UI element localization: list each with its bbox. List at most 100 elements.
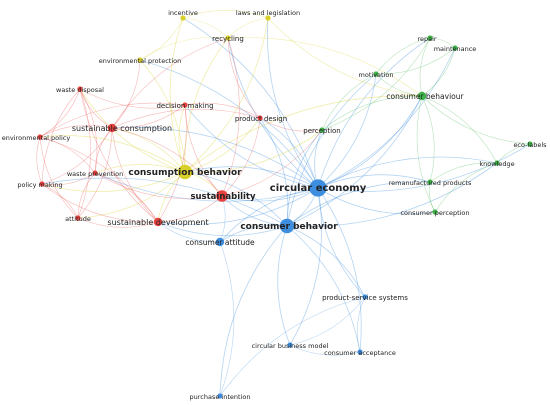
link-ce-motivation: [317, 73, 377, 189]
label-cb: consumer behavior: [240, 222, 338, 232]
link-sustcons-decision: [111, 104, 186, 129]
node-ce[interactable]: [309, 179, 327, 197]
link-consattitude-sustdev: [157, 221, 221, 243]
link-cb-policymaking: [41, 177, 288, 227]
node-purchase[interactable]: [217, 393, 223, 399]
node-proddesign[interactable]: [257, 115, 263, 121]
label-motivation: motivation: [359, 71, 394, 79]
link-ce-reman: [317, 174, 431, 189]
label-waste: waste disposal: [56, 86, 104, 94]
node-perception[interactable]: [319, 127, 325, 133]
link-policymaking-attitude: [41, 183, 79, 219]
label-reman: remanufactured products: [389, 179, 472, 187]
link-sustcons-attitude: [77, 127, 113, 219]
node-laws[interactable]: [265, 15, 271, 21]
node-motivation[interactable]: [373, 71, 379, 77]
node-sustcons[interactable]: [107, 123, 117, 133]
link-consbehavior-envpolicy: [39, 135, 186, 173]
label-policymaking: policy making: [17, 181, 62, 189]
node-cb[interactable]: [279, 218, 295, 234]
node-sustainability[interactable]: [216, 190, 228, 202]
link-proddesign-perception: [259, 117, 323, 132]
node-attitude[interactable]: [75, 215, 81, 221]
link-envpolicy-wasteprev: [39, 136, 96, 174]
link-consbehaviour-knowledge: [421, 95, 498, 164]
link-sustdev-waste: [79, 88, 159, 223]
link-consbehaviour-reman: [421, 95, 435, 183]
link-sustcons-envprot: [111, 59, 141, 129]
link-sustainability-wasteprev: [94, 172, 223, 200]
link-ce-decision: [184, 104, 319, 189]
label-sustainability: sustainability: [190, 192, 256, 202]
node-reman[interactable]: [427, 179, 433, 185]
link-consbehavior-sustcons: [111, 127, 186, 173]
node-recycling[interactable]: [225, 35, 231, 41]
link-ce-recycling: [227, 37, 319, 189]
link-ce-knowledge: [317, 156, 498, 189]
link-waste-envpolicy: [39, 88, 81, 138]
link-consbehavior-envprot: [139, 59, 186, 173]
node-cbm[interactable]: [287, 342, 293, 348]
link-consperception-knowledge: [434, 162, 498, 213]
link-recycling-laws: [227, 17, 269, 39]
node-envpolicy[interactable]: [37, 134, 43, 140]
link-cb-reman: [286, 181, 431, 227]
label-envprot: environmental protection: [99, 57, 181, 65]
link-ce-maintenance: [317, 47, 456, 189]
node-consattitude[interactable]: [215, 237, 225, 247]
link-motivation-perception: [321, 73, 377, 131]
node-decision[interactable]: [182, 102, 188, 108]
edges-layer: [36, 10, 531, 397]
node-consperception[interactable]: [432, 209, 438, 215]
link-consbehaviour-repair: [419, 37, 431, 97]
link-cb-perception: [286, 129, 323, 227]
link-reman-knowledge: [429, 162, 498, 183]
link-perception-repair: [321, 37, 431, 131]
link-consbehaviour-perception: [321, 95, 423, 131]
link-sustdev-attitude: [77, 217, 159, 228]
node-wasteprev[interactable]: [92, 170, 98, 176]
node-pss[interactable]: [362, 294, 368, 300]
node-waste[interactable]: [77, 86, 83, 92]
label-knowledge: knowledge: [479, 160, 514, 168]
link-recycling-envprot: [139, 37, 229, 61]
node-sustdev[interactable]: [153, 217, 163, 227]
link-sustainability-perception: [221, 129, 323, 197]
link-cb-consbehavior: [184, 171, 288, 227]
node-incentive[interactable]: [180, 15, 186, 21]
node-consbehaviour[interactable]: [417, 91, 427, 101]
node-maintenance[interactable]: [452, 45, 458, 51]
link-envpolicy-policymaking: [36, 136, 43, 185]
link-sustdev-wasteprev: [94, 172, 159, 223]
link-cb-consbehaviour: [286, 95, 423, 227]
link-cb-pss: [286, 225, 366, 298]
label-attitude: attitude: [65, 215, 91, 223]
label-decision: decision making: [156, 102, 213, 110]
label-perception: perception: [303, 127, 340, 135]
link-waste-wasteprev: [79, 88, 98, 174]
link-sustcons-proddesign: [111, 108, 261, 129]
nodes-layer: [37, 15, 533, 399]
label-consattitude: consumer attitude: [185, 238, 255, 247]
link-ce-consacceptance: [317, 187, 362, 353]
link-waste-decision: [79, 88, 186, 109]
node-consacceptance[interactable]: [357, 349, 363, 355]
node-ecolabels[interactable]: [527, 141, 533, 147]
link-ce-repair: [317, 37, 431, 189]
node-repair[interactable]: [427, 35, 433, 41]
link-sustainability-decision: [184, 104, 223, 197]
node-policymaking[interactable]: [39, 181, 45, 187]
link-envpolicy-attitude: [39, 136, 79, 219]
label-recycling: recycling: [212, 35, 244, 43]
link-ce-sustainability: [221, 187, 319, 202]
label-consacceptance: consumer acceptance: [324, 349, 396, 357]
link-maintenance-motivation: [375, 47, 456, 75]
link-consbehavior-laws: [184, 17, 269, 173]
node-knowledge[interactable]: [494, 160, 500, 166]
link-waste-policymaking: [41, 88, 81, 185]
link-incentive-laws: [182, 10, 269, 19]
node-envprot[interactable]: [137, 57, 143, 63]
node-consbehavior[interactable]: [177, 164, 193, 180]
link-policymaking-wasteprev: [41, 172, 96, 186]
